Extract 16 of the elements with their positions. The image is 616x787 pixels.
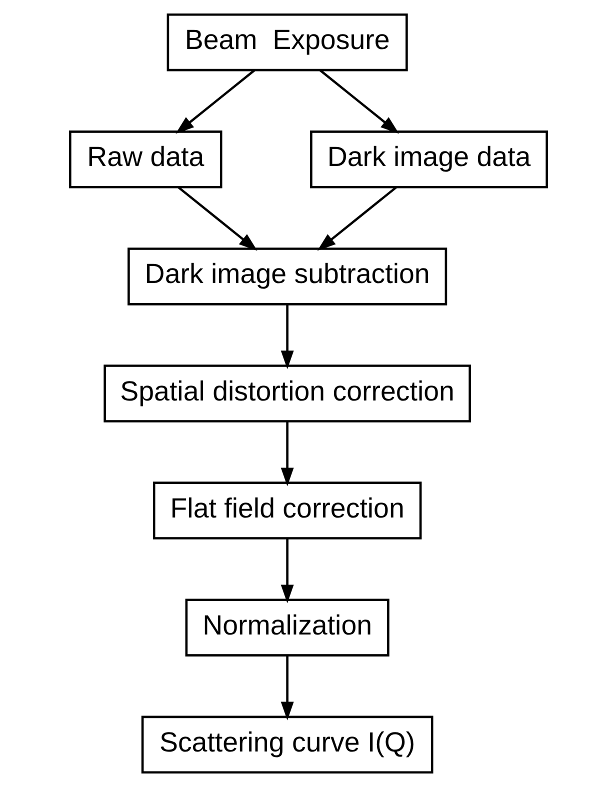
node-box: Dark image data [310,130,548,188]
node-box: Scattering curve I(Q) [140,716,433,774]
node-box: Dark image subtraction [127,248,447,306]
node-box: Spatial distortion correction [103,364,470,422]
node-box: Flat field correction [152,482,422,540]
arrow [316,186,396,251]
arrow [280,421,294,486]
arrow [280,656,294,720]
node-box: Normalization [184,598,389,656]
node-box: Beam Exposure [166,13,408,72]
arrow [280,304,294,370]
arrow [318,69,399,134]
arrow [280,538,294,604]
arrow [177,186,257,251]
arrow [175,69,255,134]
node-box: Raw data [68,130,222,188]
